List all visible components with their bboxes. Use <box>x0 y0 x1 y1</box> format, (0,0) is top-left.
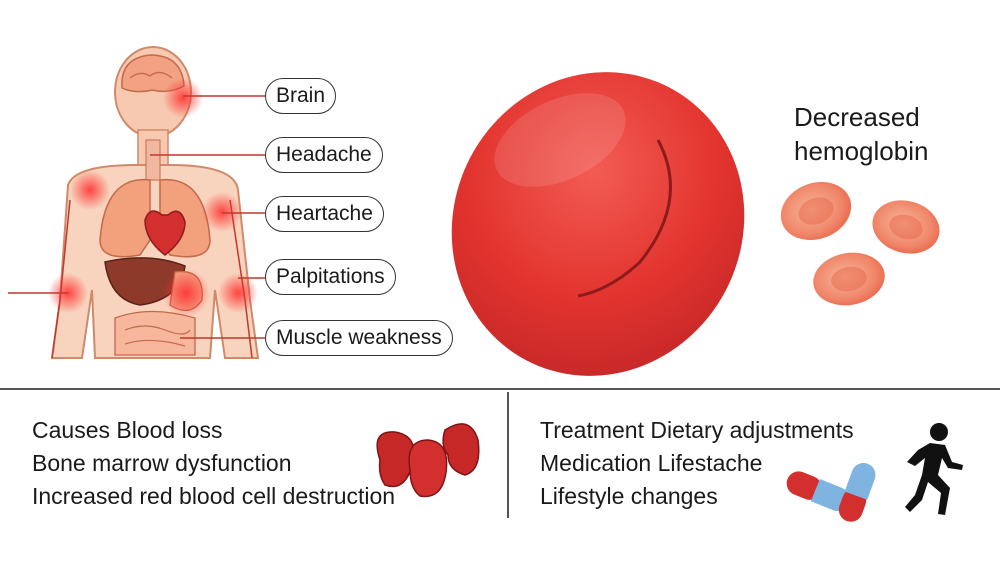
horizontal-divider <box>0 388 1000 390</box>
symptom-label-muscle-weakness: Muscle weakness <box>265 320 453 356</box>
treatment-line-2: Medication Lifestache <box>540 450 763 476</box>
decreased-hemoglobin-line-1: Decreased <box>794 102 920 132</box>
symptom-label-palpitations: Palpitations <box>265 259 396 295</box>
treatment-line-3: Lifestyle changes <box>540 483 718 509</box>
causes-text: Causes Blood loss Bone marrow dysfunctio… <box>32 414 395 513</box>
red-blood-cell-icon <box>451 72 745 376</box>
running-person-icon <box>905 423 963 515</box>
causes-line-1: Causes Blood loss <box>32 417 223 443</box>
red-cells-icon <box>376 423 480 498</box>
causes-line-2: Bone marrow dysfunction <box>32 450 292 476</box>
symptom-label-heartache: Heartache <box>265 196 384 232</box>
blood-cells-icon <box>780 181 940 306</box>
treatment-text: Treatment Dietary adjustments Medication… <box>540 414 854 513</box>
decreased-hemoglobin-text: Decreased hemoglobin <box>794 100 928 168</box>
capsule-pill-icon <box>786 462 876 522</box>
symptom-label-headache: Headache <box>265 137 383 173</box>
human-body-icon <box>8 46 265 359</box>
decreased-hemoglobin-line-2: hemoglobin <box>794 136 929 166</box>
vertical-divider <box>507 392 509 518</box>
causes-line-3: Increased red blood cell destruction <box>32 483 396 509</box>
symptom-label-brain: Brain <box>265 78 337 114</box>
treatment-line-1: Treatment Dietary adjustments <box>540 417 854 443</box>
